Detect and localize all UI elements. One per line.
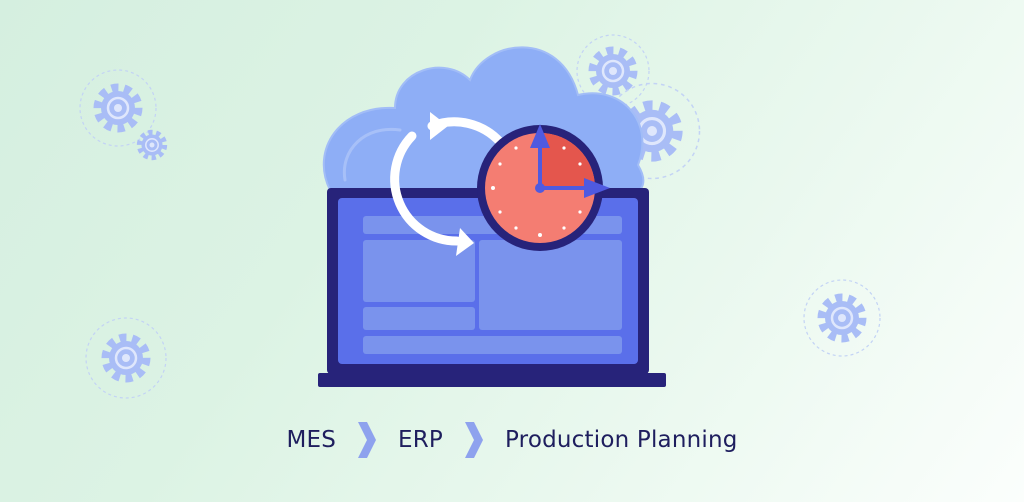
- screen-panel: [479, 240, 622, 330]
- gear-icon: [803, 279, 881, 357]
- flow-step-mes: MES: [286, 427, 337, 453]
- chevron-right-icon: [356, 420, 378, 460]
- screen-panel: [363, 240, 475, 302]
- process-flow: MES ERP Production Planning: [0, 418, 1024, 462]
- screen-panel: [363, 307, 475, 330]
- screen-footer-bar: [363, 336, 622, 354]
- flow-step-erp: ERP: [398, 427, 443, 453]
- sync-arrows-icon: [390, 112, 505, 256]
- chevron-right-icon: [463, 420, 485, 460]
- flow-step-production-planning: Production Planning: [505, 427, 738, 453]
- clock-icon: [477, 124, 610, 251]
- gear-icon: [603, 82, 701, 180]
- gear-icon: [85, 317, 167, 399]
- gear-icon: [140, 133, 164, 157]
- gear-icon: [79, 69, 157, 147]
